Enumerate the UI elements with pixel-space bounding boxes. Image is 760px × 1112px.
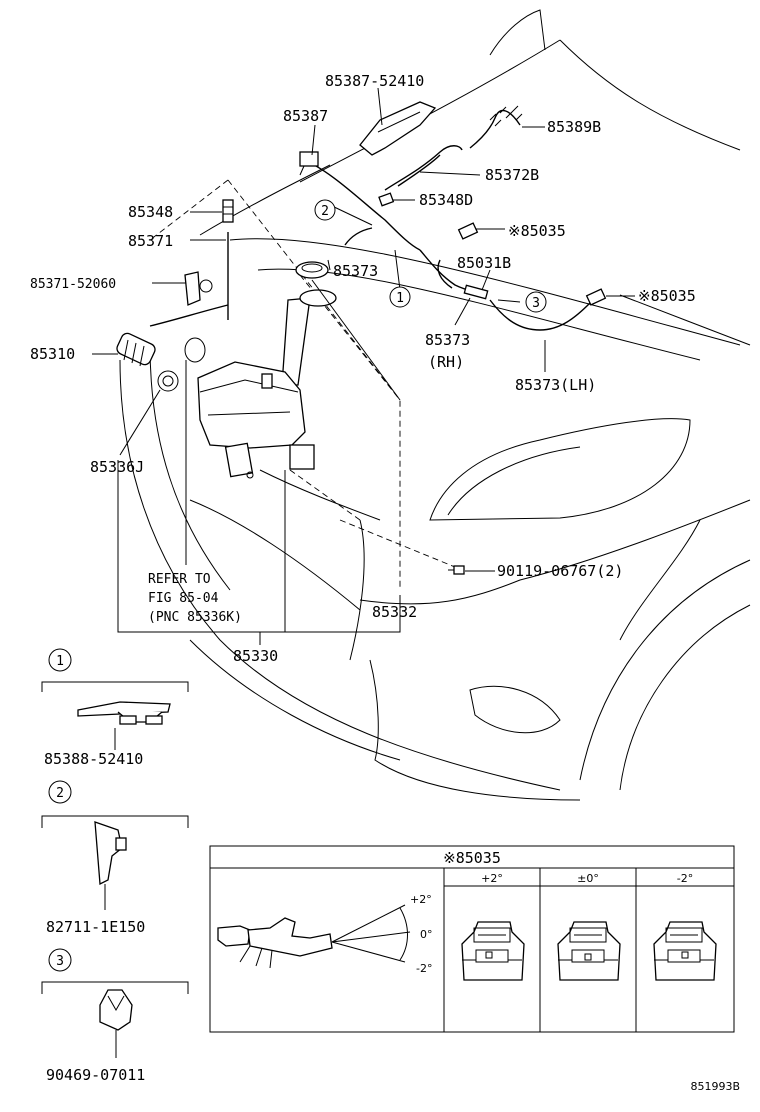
angle-plus2: +2° (410, 893, 432, 906)
label-refer-line1: REFER TO (148, 572, 211, 587)
table-col-plus2: +2° (481, 872, 503, 885)
label-85387-52410: 85387-52410 (325, 72, 424, 90)
label-85035-a: ※85035 (508, 222, 566, 240)
detail-3: 3 90469-07011 (41, 948, 189, 1084)
detail-1-part-number: 85388-52410 (44, 750, 143, 768)
callout-2-main: 2 (314, 199, 336, 221)
label-85348: 85348 (128, 203, 173, 221)
detail-2-part-number: 82711-1E150 (46, 918, 145, 936)
detail-1: 1 85388-52410 (41, 648, 189, 768)
label-85373-lh: 85373(LH) (515, 376, 596, 394)
detail-2: 2 82711-1E150 (41, 780, 189, 936)
label-85389B: 85389B (547, 118, 601, 136)
leader-lines (92, 87, 635, 645)
table-title: ※85035 (443, 849, 501, 867)
joint-85031B (463, 284, 489, 300)
callout-2-main-text: 2 (321, 204, 329, 219)
label-85373-rh: 85373 (425, 331, 470, 349)
detail-2-number: 2 (56, 786, 64, 801)
table-frame (209, 845, 735, 1033)
nozzle-angle-table: ※85035 +2° ±0° -2° +2° 0° -2° (209, 845, 735, 1033)
label-85373: 85373 (333, 262, 378, 280)
label-85348D: 85348D (419, 191, 473, 209)
bracket-85387-52410 (359, 101, 437, 156)
angle-minus2: -2° (416, 962, 432, 975)
table-col-zero: ±0° (577, 872, 599, 885)
detail-3-part-number: 90469-07011 (46, 1066, 145, 1084)
label-85372B: 85372B (485, 166, 539, 184)
callout-1-main: 1 (389, 286, 411, 308)
callout-3-main: 3 (525, 291, 547, 313)
label-90119: 90119-06767(2) (497, 562, 623, 580)
label-85330: 85330 (233, 647, 278, 665)
nozzle-front-plus2 (461, 921, 525, 981)
label-85031B: 85031B (457, 254, 511, 272)
callout-1-main-text: 1 (396, 291, 404, 306)
label-85332: 85332 (372, 603, 417, 621)
nozzle-front-zero (557, 921, 621, 981)
detail-1-number: 1 (56, 654, 64, 669)
figure-code: 851993B (690, 1080, 740, 1093)
coil-hose-85389B (469, 105, 523, 149)
angle-zero: 0° (420, 928, 433, 941)
label-refer-line2: FIG 85-04 (148, 591, 219, 606)
grommet-85336J (157, 370, 179, 392)
nozzle-85035-a (457, 222, 479, 240)
cap-85373 (295, 261, 329, 279)
label-85371: 85371 (128, 232, 173, 250)
label-85371-52060: 85371-52060 (30, 277, 116, 292)
label-85387: 85387 (283, 107, 328, 125)
bolt-90119 (448, 565, 465, 575)
detail-3-number: 3 (56, 954, 64, 969)
table-col-minus2: -2° (677, 872, 693, 885)
clip-85387 (299, 151, 319, 176)
fitting-85348D (378, 192, 395, 207)
pump-85310 (116, 332, 156, 367)
nozzle-front-minus2 (653, 921, 717, 981)
nozzle-85035-b (585, 288, 607, 306)
label-refer-line3: (PNC 85336K) (148, 610, 242, 625)
clamp-85371-52060 (184, 271, 213, 306)
fitting-85348 (222, 199, 234, 223)
callout-3-main-text: 3 (532, 296, 540, 311)
washer-hoses (149, 145, 591, 331)
label-85310: 85310 (30, 345, 75, 363)
label-85035-b: ※85035 (638, 287, 696, 305)
label-85336J: 85336J (90, 458, 144, 476)
label-85373-rh-sub: (RH) (428, 353, 464, 371)
nozzle-side-view: +2° 0° -2° (217, 893, 433, 975)
washer-tank (197, 289, 337, 479)
part-labels: 85387-52410 85387 85389B 85372B 85348 85… (30, 72, 696, 665)
dashed-reference-lines (149, 179, 456, 590)
grommet-ref (184, 337, 206, 363)
